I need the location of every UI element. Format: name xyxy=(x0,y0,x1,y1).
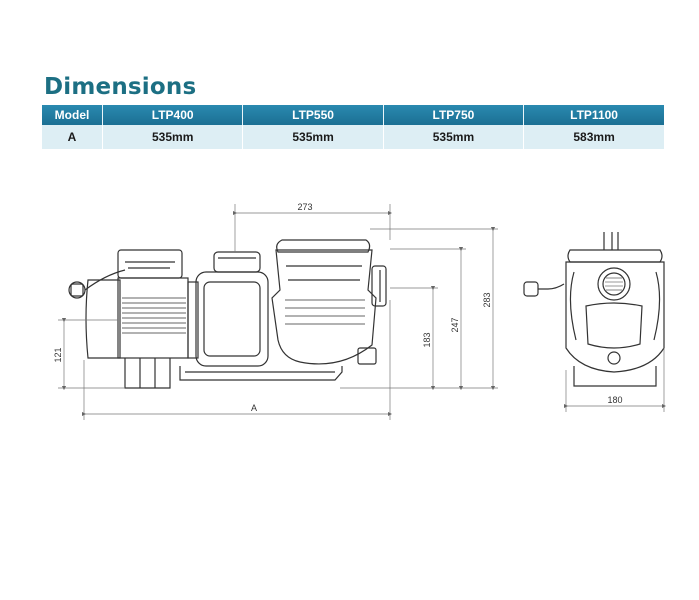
header-ltp750: LTP750 xyxy=(383,105,525,125)
dim-height-outlet: 247 xyxy=(450,317,460,332)
row-label: A xyxy=(42,125,103,149)
power-plug-icon xyxy=(523,281,565,297)
cell-ltp1100: 583mm xyxy=(523,125,664,149)
cell-ltp550: 535mm xyxy=(242,125,384,149)
header-ltp550: LTP550 xyxy=(242,105,384,125)
dimensions-table: Model LTP400 LTP550 LTP750 LTP1100 A 535… xyxy=(42,105,664,149)
dim-front-width: 180 xyxy=(607,395,622,405)
pump-front-view xyxy=(523,232,665,387)
dimensions-heading: Dimensions xyxy=(44,74,197,100)
dim-top-length: 273 xyxy=(297,202,312,212)
cell-ltp400: 535mm xyxy=(102,125,244,149)
header-ltp400: LTP400 xyxy=(102,105,244,125)
header-model: Model xyxy=(42,105,103,125)
pump-side-view xyxy=(68,239,387,389)
cell-ltp750: 535mm xyxy=(383,125,525,149)
header-ltp1100: LTP1100 xyxy=(523,105,664,125)
table-row: A 535mm 535mm 535mm 583mm xyxy=(42,125,664,149)
dim-height-inlet: 183 xyxy=(422,332,432,347)
dim-overall-length: A xyxy=(251,403,257,413)
dim-height-total: 283 xyxy=(482,292,492,307)
table-header-row: Model LTP400 LTP550 LTP750 LTP1100 xyxy=(42,105,664,125)
power-plug-icon xyxy=(68,269,126,299)
dim-height-axis: 121 xyxy=(53,347,63,362)
